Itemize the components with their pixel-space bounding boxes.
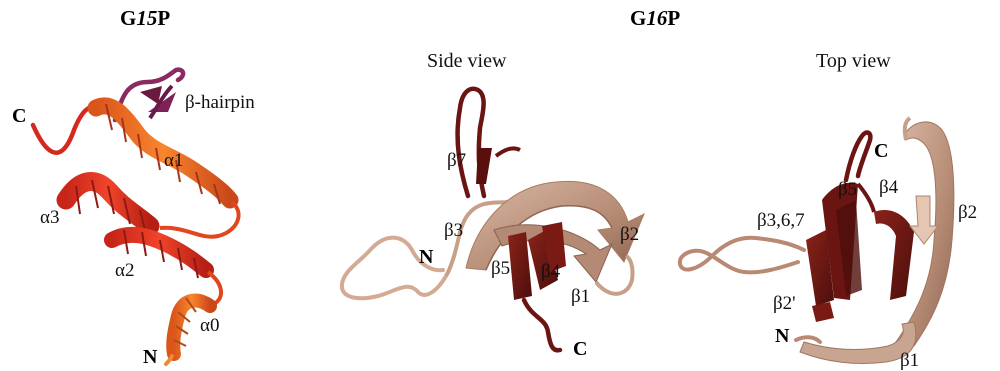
g16p-side-label-b1: β1 [571, 286, 590, 307]
g16p-top-structure: C β5 β4 β2 β3,6,7 β2' N β1 [680, 118, 977, 371]
g16p-top-label-b4: β4 [879, 177, 899, 198]
g16p-side-b7-loop [496, 148, 520, 156]
g16p-side-b7-strand [476, 148, 492, 184]
g16p-top-b4-strand [874, 210, 914, 300]
g16p-side-label-b2: β2 [620, 224, 639, 245]
g16p-top-label-b367: β3,6,7 [757, 210, 805, 231]
g16p-top-label-n: N [775, 325, 790, 347]
g16p-side-label-b3: β3 [444, 220, 463, 241]
g16p-side-b5-strand [508, 232, 532, 300]
g16p-top-c-loop [846, 133, 870, 180]
g15p-label-hairpin: β-hairpin [185, 92, 255, 113]
g16p-side-label-c: C [573, 338, 587, 360]
g15p-label-c: C [12, 105, 26, 127]
g16p-side-label-b4: β4 [541, 261, 561, 282]
g16p-top-label-b1: β1 [900, 350, 919, 371]
g15p-label-a0: α0 [200, 315, 219, 336]
g16p-side-label-b7: β7 [447, 150, 466, 171]
g16p-top-b2p-strand [812, 302, 834, 322]
g16p-top-label-c: C [874, 140, 888, 162]
g15p-label-a1: α1 [164, 150, 183, 171]
g16p-top-loop-1 [858, 184, 874, 212]
g15p-label-a3: α3 [40, 207, 59, 228]
g16p-side-label-b5: β5 [491, 258, 510, 279]
g16p-top-left-coil [680, 238, 804, 273]
g16p-top-n-coil [796, 337, 820, 342]
g16p-side-c-coil [524, 300, 560, 350]
g16p-top-label-b5: β5 [838, 179, 857, 200]
g16p-top-label-b2p: β2' [773, 293, 796, 314]
g16p-top-b1-strand [800, 322, 916, 364]
g16p-side-structure: β7 β3 N β5 β4 β2 β1 C [342, 89, 644, 360]
g15p-label-a2: α2 [115, 260, 134, 281]
g16p-top-label-b2: β2 [958, 202, 977, 223]
g15p-structure: C β-hairpin α1 α3 α2 α0 N [12, 70, 255, 368]
g16p-side-label-n: N [419, 246, 434, 268]
g15p-label-n: N [143, 346, 158, 368]
